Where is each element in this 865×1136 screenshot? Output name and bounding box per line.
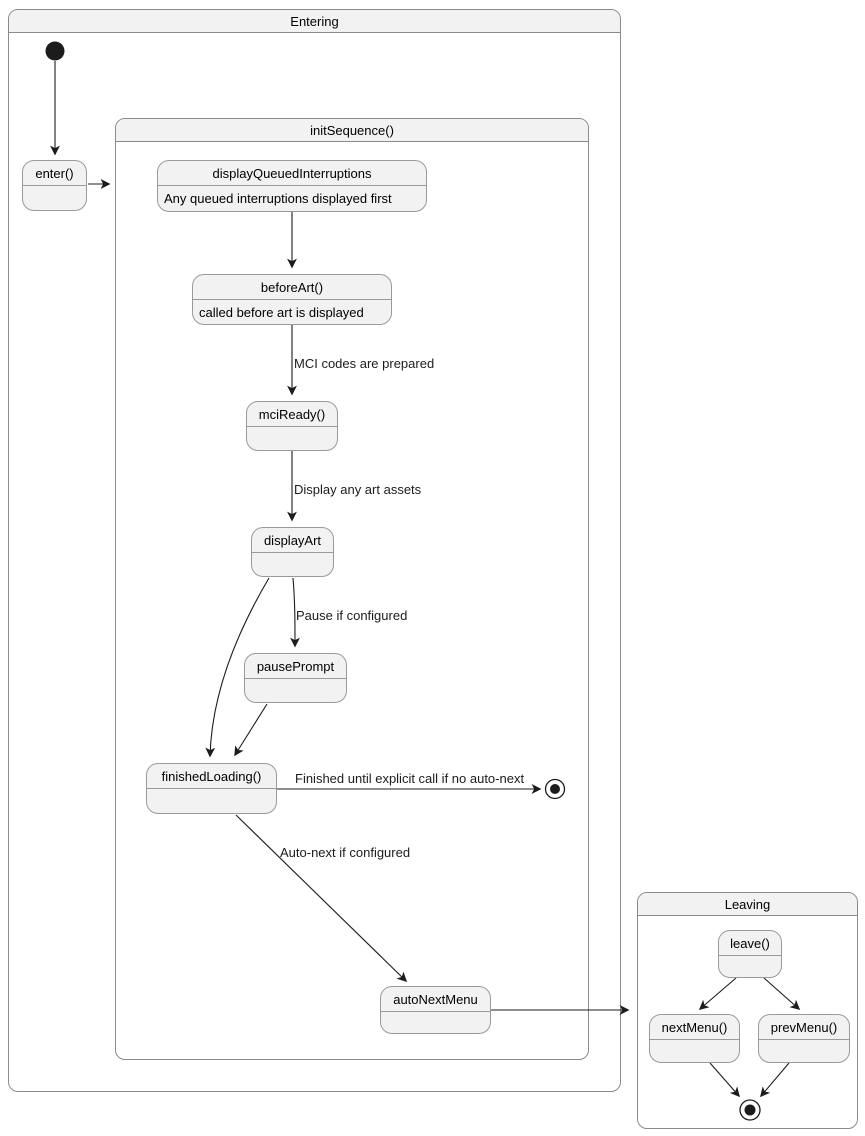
state-enter-desc xyxy=(23,186,86,210)
state-finished-loading-label: finishedLoading() xyxy=(147,764,276,789)
edge-label-mci-codes: MCI codes are prepared xyxy=(294,356,435,371)
state-display-queued-interruptions-desc: Any queued interruptions displayed first xyxy=(164,191,392,206)
state-display-queued-interruptions: displayQueuedInterruptions Any queued in… xyxy=(157,160,427,212)
state-auto-next-menu: autoNextMenu xyxy=(380,986,491,1034)
state-auto-next-menu-label: autoNextMenu xyxy=(381,987,490,1012)
state-display-art-label: displayArt xyxy=(252,528,333,553)
state-pause-prompt: pausePrompt xyxy=(244,653,347,703)
edge-label-auto-next-if-configured: Auto-next if configured xyxy=(280,845,411,860)
state-auto-next-menu-desc xyxy=(381,1012,490,1033)
state-mci-ready: mciReady() xyxy=(246,401,338,451)
container-leaving: Leaving xyxy=(637,892,858,1129)
state-prev-menu-label: prevMenu() xyxy=(759,1015,849,1040)
edge-label-pause-if-configured: Pause if configured xyxy=(296,608,408,623)
state-mci-ready-desc xyxy=(247,427,337,450)
container-init-sequence: initSequence() xyxy=(115,118,589,1060)
edge-label-display-art-assets: Display any art assets xyxy=(294,482,422,497)
edge-label-finished-until-explicit: Finished until explicit call if no auto-… xyxy=(295,771,525,786)
state-mci-ready-label: mciReady() xyxy=(247,402,337,427)
state-before-art: beforeArt() called before art is display… xyxy=(192,274,392,325)
state-pause-prompt-label: pausePrompt xyxy=(245,654,346,679)
state-next-menu-desc xyxy=(650,1040,739,1062)
state-before-art-desc: called before art is displayed xyxy=(199,304,364,320)
state-leave: leave() xyxy=(718,930,782,978)
state-enter-label: enter() xyxy=(23,161,86,186)
state-leave-label: leave() xyxy=(719,931,781,956)
state-prev-menu: prevMenu() xyxy=(758,1014,850,1063)
container-entering: Entering xyxy=(8,9,621,1092)
state-next-menu: nextMenu() xyxy=(649,1014,740,1063)
state-next-menu-label: nextMenu() xyxy=(650,1015,739,1040)
container-leaving-title: Leaving xyxy=(638,893,857,916)
state-finished-loading: finishedLoading() xyxy=(146,763,277,814)
state-prev-menu-desc xyxy=(759,1040,849,1062)
state-display-queued-interruptions-label: displayQueuedInterruptions xyxy=(158,161,426,186)
state-finished-loading-desc xyxy=(147,789,276,813)
container-init-sequence-title: initSequence() xyxy=(116,119,588,142)
state-display-art-desc xyxy=(252,553,333,576)
state-before-art-label: beforeArt() xyxy=(193,275,391,300)
container-entering-title: Entering xyxy=(9,10,620,33)
state-display-art: displayArt xyxy=(251,527,334,577)
state-leave-desc xyxy=(719,956,781,977)
state-pause-prompt-desc xyxy=(245,679,346,702)
state-enter: enter() xyxy=(22,160,87,211)
